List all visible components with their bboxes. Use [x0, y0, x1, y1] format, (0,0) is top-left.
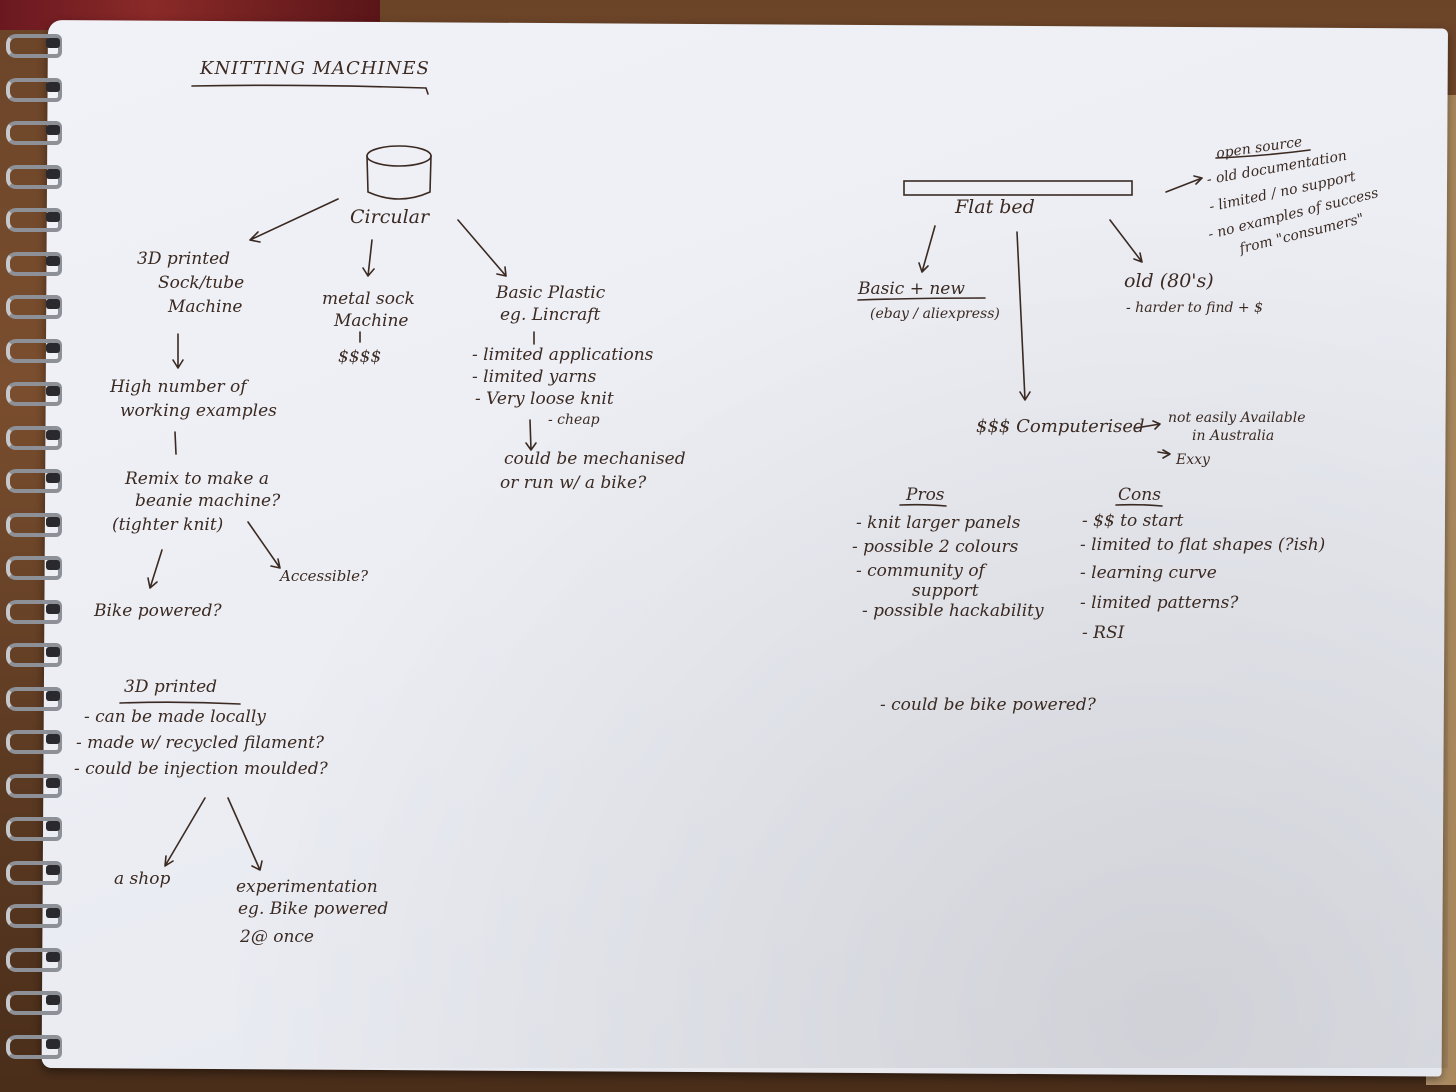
mechanised-line2: or run w/ a bike? — [500, 472, 646, 494]
spiral-ring — [6, 378, 64, 404]
spiral-ring — [6, 987, 64, 1013]
spiral-ring — [6, 161, 64, 187]
experimentation-line2: eg. Bike powered — [238, 898, 388, 920]
3d-printed-sock-line2: Sock/tube — [158, 272, 244, 294]
pros-item-4: support — [912, 580, 979, 602]
spiral-ring — [6, 726, 64, 752]
spiral-ring — [6, 683, 64, 709]
metal-sock-price: $$$$ — [338, 346, 381, 368]
pros-item-5: - possible hackability — [862, 600, 1044, 622]
computerised-note-3: Exxy — [1176, 452, 1210, 469]
computerised-note-1: not easily Available — [1168, 410, 1305, 427]
pros-item-1: - knit larger panels — [856, 512, 1020, 534]
computerised-label: $$$ Computerised — [976, 416, 1145, 438]
spiral-ring — [6, 204, 64, 230]
bike-powered-question: Bike powered? — [94, 600, 222, 622]
computerised-note-2: in Australia — [1192, 428, 1274, 445]
spiral-binding — [0, 30, 70, 1070]
cons-heading: Cons — [1118, 484, 1161, 506]
plastic-cheap: - cheap — [548, 412, 600, 429]
3d-printed-sock-line3: Machine — [168, 296, 242, 318]
flatbed-label: Flat bed — [955, 196, 1035, 218]
spiral-ring — [6, 465, 64, 491]
spiral-ring — [6, 944, 64, 970]
spiral-ring — [6, 813, 64, 839]
shop-label: a shop — [114, 868, 170, 890]
spiral-ring — [6, 291, 64, 317]
3d-printed-point-3: - could be injection moulded? — [74, 758, 328, 780]
3d-printed-point-2: - made w/ recycled filament? — [76, 732, 324, 754]
cons-item-5: - RSI — [1082, 622, 1124, 644]
plastic-line1: Basic Plastic — [496, 282, 605, 304]
plastic-point-2: - limited yarns — [472, 366, 596, 388]
metal-sock-line1: metal sock — [322, 288, 415, 310]
remix-line1: Remix to make a — [125, 468, 269, 490]
spiral-ring — [6, 1031, 64, 1057]
old-sub: - harder to find + $ — [1126, 300, 1263, 317]
basic-new-sub: (ebay / aliexpress) — [870, 306, 1000, 323]
cons-item-1: - $$ to start — [1082, 510, 1183, 532]
basic-new-label: Basic + new — [858, 278, 965, 300]
old-label: old (80's) — [1124, 270, 1214, 292]
3d-printed-point-1: - can be made locally — [84, 706, 266, 728]
accessible-question: Accessible? — [280, 565, 368, 587]
pros-item-2: - possible 2 colours — [852, 536, 1018, 558]
cons-item-2: - limited to flat shapes (?ish) — [1080, 534, 1325, 556]
plastic-line2: eg. Lincraft — [500, 304, 600, 326]
pros-heading: Pros — [906, 484, 945, 506]
high-number-line1: High number of — [110, 376, 247, 398]
spiral-ring — [6, 857, 64, 883]
spiral-ring — [6, 248, 64, 274]
spiral-ring — [6, 335, 64, 361]
page-title: KNITTING MACHINES — [200, 58, 430, 80]
remix-line2: beanie machine? — [135, 490, 280, 512]
spiral-ring — [6, 30, 64, 56]
remix-line3: (tighter knit) — [112, 514, 223, 536]
plastic-point-3: - Very loose knit — [475, 388, 614, 410]
metal-sock-line2: Machine — [334, 310, 408, 332]
3d-printed-sock-line1: 3D printed — [137, 248, 230, 270]
spiral-ring — [6, 552, 64, 578]
mechanised-line1: could be mechanised — [504, 448, 686, 470]
spiral-ring — [6, 74, 64, 100]
high-number-line2: working examples — [120, 400, 277, 422]
spiral-ring — [6, 639, 64, 665]
3d-printed-heading: 3D printed — [124, 676, 217, 698]
plastic-point-1: - limited applications — [472, 344, 653, 366]
cons-item-3: - learning curve — [1080, 562, 1217, 584]
spiral-ring — [6, 770, 64, 796]
pros-item-3: - community of — [856, 560, 985, 582]
spiral-ring — [6, 596, 64, 622]
circular-label: Circular — [350, 206, 429, 228]
spiral-ring — [6, 117, 64, 143]
experimentation-line3: 2@ once — [240, 926, 314, 948]
spiral-ring — [6, 509, 64, 535]
spiral-ring — [6, 422, 64, 448]
cons-item-4: - limited patterns? — [1080, 592, 1238, 614]
experimentation-line1: experimentation — [236, 876, 378, 898]
spiral-ring — [6, 900, 64, 926]
flatbed-bike-powered: - could be bike powered? — [880, 694, 1096, 716]
